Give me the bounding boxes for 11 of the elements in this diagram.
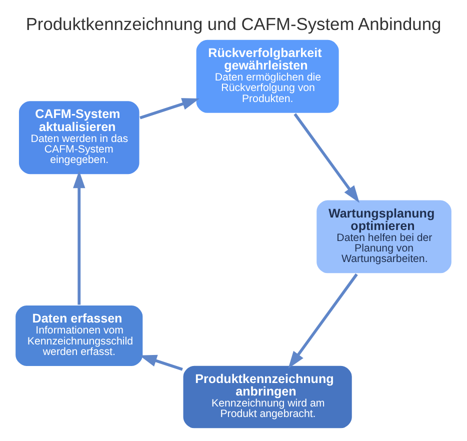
arrow [139, 354, 183, 371]
arrow [73, 170, 86, 305]
node-box: Produktkennzeichnung anbringen Kennzeichnung wird am Produkt angebracht. [182, 364, 354, 430]
node-box: Daten erfassen Informationen vom Kennzeichnungsschild werden erfasst. [14, 304, 144, 368]
node-box: CAFM-System aktualisieren Daten werden in das CAFM-System eingegeben. [18, 100, 141, 176]
node-box: Wartungsplanung optimieren Daten helfen bei der Planung von Wartungsarbeiten. [315, 198, 453, 275]
node-box: Rückverfolgbarkeit gewährleisten Daten ermöglichen die Rückverfolgung von Produkten. [194, 38, 340, 114]
diagram-title: Produktkennzeichnung und CAFM-System Anbindung [26, 14, 442, 34]
arrow [140, 98, 200, 120]
arrow [294, 113, 360, 203]
arrow [288, 273, 358, 369]
